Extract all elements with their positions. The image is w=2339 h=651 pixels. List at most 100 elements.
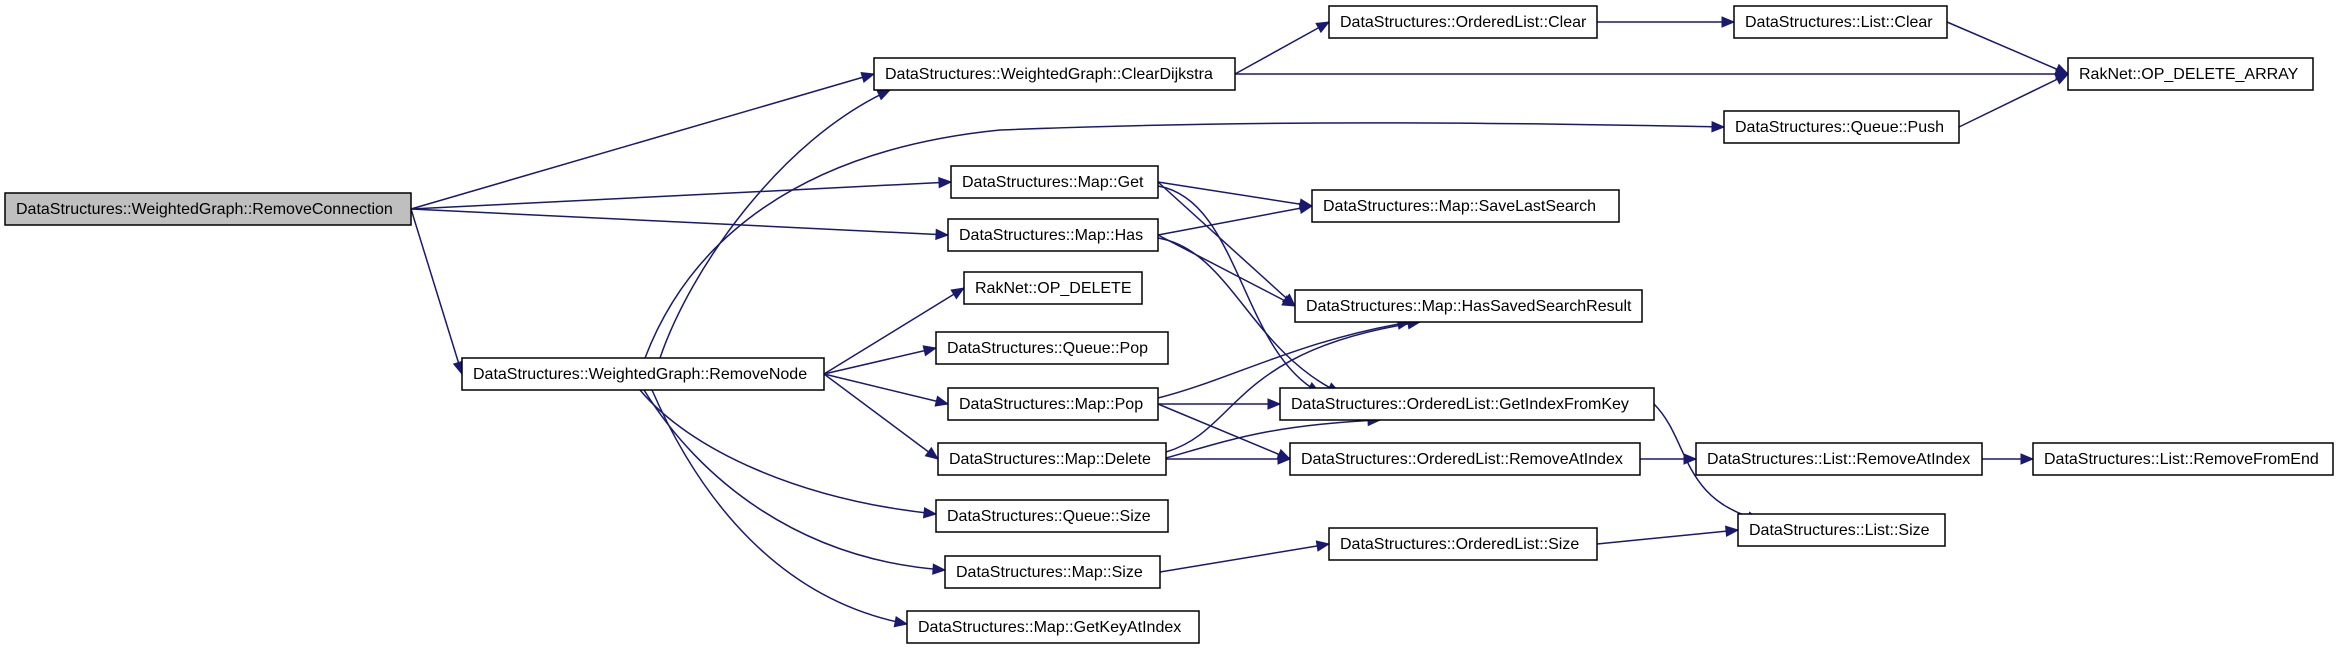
arrowhead bbox=[2054, 73, 2070, 85]
node-cleardijkstra[interactable]: DataStructures::WeightedGraph::ClearDijk… bbox=[873, 57, 1236, 91]
node-label: DataStructures::Map::GetKeyAtIndex bbox=[918, 619, 1181, 636]
edge-map-get-to-map-savelastsearch bbox=[1157, 181, 1314, 210]
edge-list-removeatindex-to-list-removefromend bbox=[1982, 453, 2035, 465]
node-box bbox=[963, 271, 1143, 305]
edge-removenode-to-map-size bbox=[643, 389, 947, 575]
node-removeconnection[interactable]: DataStructures::WeightedGraph::RemoveCon… bbox=[4, 192, 412, 226]
arrowhead bbox=[1267, 398, 1282, 410]
edge-removeconnection-to-removenode bbox=[410, 208, 464, 376]
node-op-delete-array[interactable]: RakNet::OP_DELETE_ARRAY bbox=[2067, 57, 2314, 91]
edge-map-has-to-map-savelastsearch bbox=[1157, 202, 1314, 236]
node-label: DataStructures::List::Size bbox=[1749, 522, 1930, 539]
node-list-clear[interactable]: DataStructures::List::Clear bbox=[1733, 5, 1948, 39]
node-label: DataStructures::Map::Delete bbox=[949, 451, 1151, 468]
edge-cleardijkstra-to-op-delete-array bbox=[1235, 68, 2070, 80]
node-label: DataStructures::Queue::Push bbox=[1735, 119, 1944, 136]
node-label: DataStructures::Map::Get bbox=[962, 174, 1144, 191]
node-label: DataStructures::List::RemoveAtIndex bbox=[1707, 451, 1970, 468]
node-box bbox=[906, 610, 1200, 644]
node-orderedlist-clear[interactable]: DataStructures::OrderedList::Clear bbox=[1328, 5, 1598, 39]
node-list-size[interactable]: DataStructures::List::Size bbox=[1737, 513, 1946, 547]
arrowhead bbox=[2020, 453, 2035, 465]
edge-removenode-to-queue-pop bbox=[823, 345, 938, 375]
node-label: DataStructures::OrderedList::Clear bbox=[1340, 14, 1587, 31]
node-label: DataStructures::Map::HasSavedSearchResul… bbox=[1306, 298, 1632, 315]
edge-orderedlist-removeatindex-to-list-removeatindex bbox=[1640, 453, 1698, 465]
node-label: DataStructures::Map::Has bbox=[959, 227, 1143, 244]
edge-removenode-to-queue-push bbox=[644, 121, 1726, 359]
node-box bbox=[2067, 57, 2314, 91]
node-orderedlist-getindexfromkey[interactable]: DataStructures::OrderedList::GetIndexFro… bbox=[1279, 387, 1655, 421]
node-label: DataStructures::OrderedList::RemoveAtInd… bbox=[1301, 451, 1623, 468]
edge-removeconnection-to-cleardijkstra bbox=[410, 71, 876, 210]
node-label: DataStructures::Map::Size bbox=[956, 564, 1143, 581]
node-removenode[interactable]: DataStructures::WeightedGraph::RemoveNod… bbox=[461, 357, 825, 391]
node-box bbox=[1289, 442, 1641, 476]
edge-removenode-to-map-delete bbox=[823, 373, 940, 460]
node-label: DataStructures::OrderedList::Size bbox=[1340, 536, 1579, 553]
node-label: DataStructures::OrderedList::GetIndexFro… bbox=[1291, 396, 1629, 413]
arrowhead bbox=[950, 287, 966, 300]
call-graph-nodes: DataStructures::WeightedGraph::RemoveCon… bbox=[4, 5, 2334, 644]
arrowhead bbox=[935, 228, 950, 241]
node-label: DataStructures::WeightedGraph::RemoveCon… bbox=[16, 201, 393, 218]
node-label: DataStructures::Map::SaveLastSearch bbox=[1323, 198, 1596, 215]
node-box bbox=[950, 165, 1159, 199]
node-orderedlist-size[interactable]: DataStructures::OrderedList::Size bbox=[1328, 527, 1598, 561]
node-label: DataStructures::WeightedGraph::RemoveNod… bbox=[473, 366, 807, 383]
node-label: DataStructures::List::Clear bbox=[1745, 14, 1933, 31]
node-box bbox=[1695, 442, 1983, 476]
node-list-removefromend[interactable]: DataStructures::List::RemoveFromEnd bbox=[2032, 442, 2334, 476]
node-queue-push[interactable]: DataStructures::Queue::Push bbox=[1723, 110, 1960, 144]
node-box bbox=[947, 387, 1159, 421]
node-label: RakNet::OP_DELETE bbox=[975, 280, 1132, 297]
edge-removeconnection-to-map-has bbox=[410, 208, 950, 241]
node-map-hassavedsearchresult[interactable]: DataStructures::Map::HasSavedSearchResul… bbox=[1294, 289, 1643, 323]
edge-orderedlist-clear-to-list-clear bbox=[1597, 16, 1736, 28]
arrowhead bbox=[1721, 16, 1736, 28]
node-box bbox=[2032, 442, 2334, 476]
node-orderedlist-removeatindex[interactable]: DataStructures::OrderedList::RemoveAtInd… bbox=[1289, 442, 1641, 476]
edge-map-delete-to-map-hassavedsearchresult bbox=[1165, 318, 1422, 453]
node-map-pop[interactable]: DataStructures::Map::Pop bbox=[947, 387, 1159, 421]
arrowhead bbox=[860, 71, 876, 84]
edge-removenode-to-cleardijkstra bbox=[659, 89, 892, 359]
arrowhead bbox=[922, 507, 938, 519]
node-map-savelastsearch[interactable]: DataStructures::Map::SaveLastSearch bbox=[1311, 189, 1620, 223]
node-map-get[interactable]: DataStructures::Map::Get bbox=[950, 165, 1159, 199]
node-label: DataStructures::WeightedGraph::ClearDijk… bbox=[885, 66, 1213, 83]
node-box bbox=[1733, 5, 1948, 39]
node-map-has[interactable]: DataStructures::Map::Has bbox=[947, 218, 1159, 252]
arrowhead bbox=[2054, 63, 2070, 75]
node-map-getkeyatindex[interactable]: DataStructures::Map::GetKeyAtIndex bbox=[906, 610, 1200, 644]
arrowhead bbox=[932, 563, 947, 575]
arrowhead bbox=[1315, 540, 1331, 552]
arrowhead bbox=[922, 345, 938, 357]
node-label: DataStructures::List::RemoveFromEnd bbox=[2044, 451, 2319, 468]
node-op-delete[interactable]: RakNet::OP_DELETE bbox=[963, 271, 1143, 305]
edge-cleardijkstra-to-orderedlist-clear bbox=[1234, 21, 1331, 75]
node-label: DataStructures::Queue::Pop bbox=[947, 340, 1148, 357]
arrowhead bbox=[1711, 121, 1726, 133]
node-box bbox=[947, 218, 1159, 252]
node-queue-size[interactable]: DataStructures::Queue::Size bbox=[935, 499, 1169, 533]
node-label: DataStructures::Map::Pop bbox=[959, 396, 1143, 413]
node-box bbox=[1737, 513, 1946, 547]
node-queue-pop[interactable]: DataStructures::Queue::Pop bbox=[935, 331, 1169, 365]
node-box bbox=[1723, 110, 1960, 144]
node-list-removeatindex[interactable]: DataStructures::List::RemoveAtIndex bbox=[1695, 442, 1983, 476]
arrowhead bbox=[934, 395, 950, 407]
edge-removenode-to-map-getkeyatindex bbox=[651, 389, 909, 628]
arrowhead bbox=[893, 616, 909, 628]
arrowhead bbox=[1277, 453, 1292, 465]
node-map-size[interactable]: DataStructures::Map::Size bbox=[944, 555, 1161, 589]
edge-removenode-to-op-delete bbox=[823, 287, 966, 375]
node-box bbox=[1279, 387, 1655, 421]
arrowhead bbox=[924, 446, 940, 460]
arrowhead bbox=[1683, 453, 1698, 465]
node-map-delete[interactable]: DataStructures::Map::Delete bbox=[937, 442, 1167, 476]
call-graph-edges bbox=[410, 16, 2070, 628]
node-box bbox=[935, 331, 1169, 365]
node-box bbox=[1328, 527, 1598, 561]
